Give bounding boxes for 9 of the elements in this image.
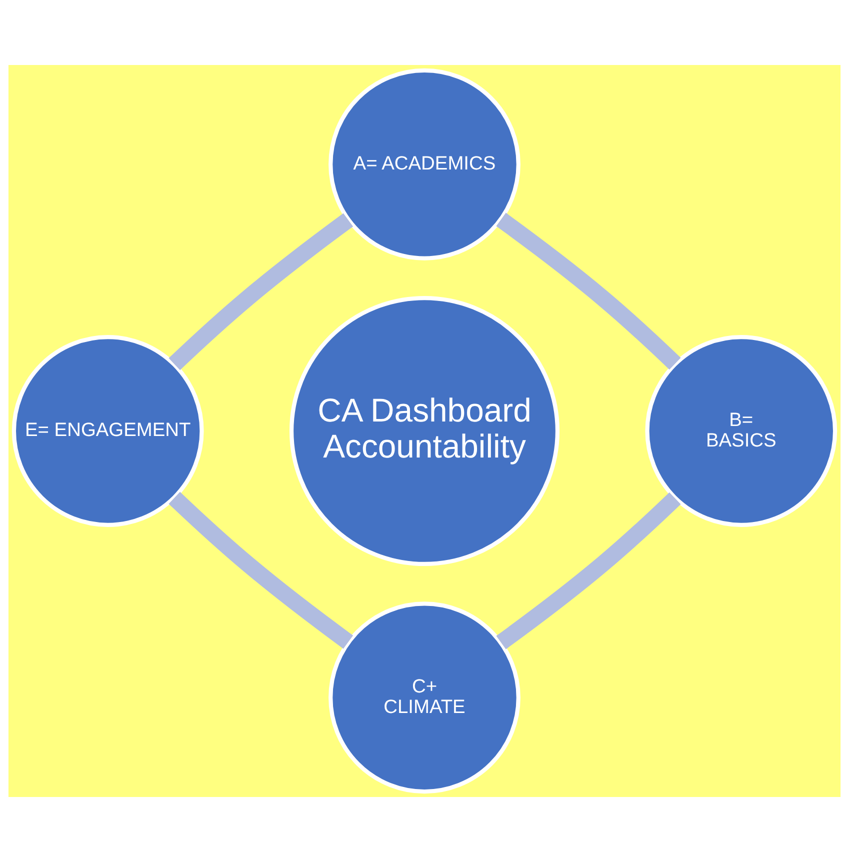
connector [168,212,354,370]
node-circle: B= BASICS [645,334,838,526]
node-circle: E= ENGAGEMENT [12,334,204,526]
connector [496,492,681,649]
connector [496,212,681,370]
node-circle: C+ CLIMATE [328,601,520,794]
connector [168,491,354,648]
node-circle: CA Dashboard Accountability [289,295,560,566]
node-circle: A= ACADEMICS [328,68,520,260]
